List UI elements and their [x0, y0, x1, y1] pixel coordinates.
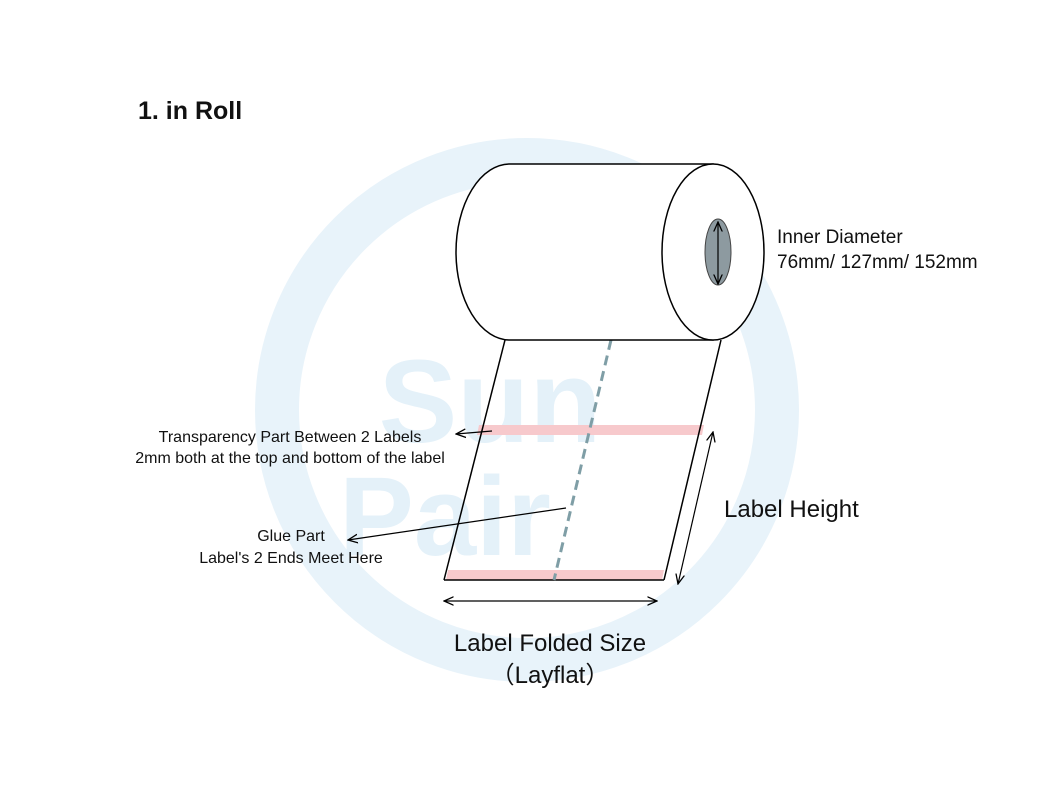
label-height-text: Label Height	[724, 496, 859, 523]
inner-diameter-sizes: 76mm/ 127mm/ 152mm	[777, 252, 978, 273]
transparency-pointer-arrow	[456, 431, 493, 434]
folded-size-label-line1: Label Folded Size	[454, 630, 646, 657]
folded-size-label-line2: （Layflat）	[491, 662, 610, 689]
transparency-label-line2: 2mm both at the top and bottom of the la…	[135, 450, 445, 467]
glue-pointer-arrow	[348, 507, 567, 540]
page-title: 1. in Roll	[138, 97, 242, 125]
label-height-arrow	[678, 432, 713, 584]
watermark-logo: Sun Pair	[255, 138, 799, 682]
transparency-label-line1: Transparency Part Between 2 Labels	[159, 429, 422, 446]
label-sheet	[443, 339, 722, 581]
watermark-ring	[255, 138, 799, 682]
watermark-text-bottom: Pair	[339, 454, 551, 579]
glue-dashed-line	[552, 339, 613, 581]
inner-diameter-label: Inner Diameter	[777, 227, 903, 248]
label-left-edge	[443, 339, 506, 581]
transparency-band-top	[477, 425, 704, 435]
label-roll	[455, 163, 765, 341]
roll-body	[455, 163, 714, 341]
glue-label-line1: Glue Part	[257, 528, 325, 545]
glue-label-line2: Label's 2 Ends Meet Here	[199, 550, 383, 567]
